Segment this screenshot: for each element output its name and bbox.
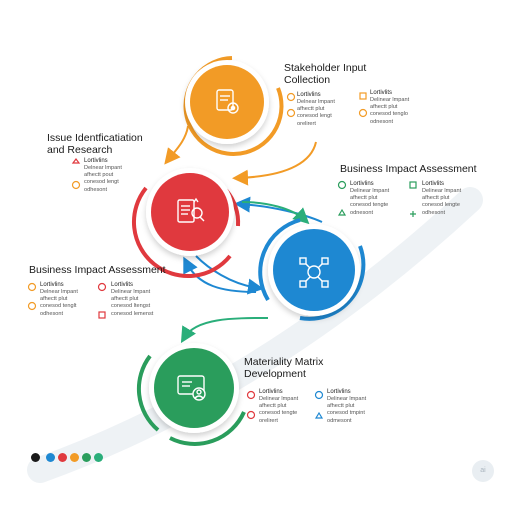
legend-dot bbox=[70, 453, 79, 462]
node-materiality[interactable] bbox=[136, 343, 246, 446]
title-materiality-line1: Materiality Matrix bbox=[244, 356, 324, 368]
title-materiality: Materiality Matrix Development bbox=[244, 356, 323, 380]
arrow-network-to-materiality bbox=[180, 317, 269, 344]
arrow-stakeholder-to-issue bbox=[164, 125, 189, 165]
detail-line: orelirert bbox=[259, 417, 278, 424]
dashboard-user-icon bbox=[177, 375, 206, 401]
detail-line: afhectt pout bbox=[84, 172, 114, 179]
clipboard-gear-icon bbox=[216, 89, 239, 114]
title-stakeholder: Stakeholder Input Collection bbox=[284, 62, 366, 86]
detail-line: Delnear lmpant bbox=[84, 165, 122, 171]
detail-line: Delinear lmpant bbox=[350, 188, 390, 194]
arrow-right-to-issue bbox=[234, 196, 323, 223]
document-search-icon bbox=[177, 197, 205, 223]
title-business-2-line1: Business Impact Assessment bbox=[29, 264, 166, 276]
detail-line: Delnear lmpant bbox=[297, 99, 335, 105]
detail-line: odnesont bbox=[370, 118, 394, 125]
detail-line: odhesont bbox=[84, 186, 108, 193]
detail-business-1-a: Lortivlins Delinear lmpant afhectt plut … bbox=[350, 180, 389, 217]
watermark-logo: ai bbox=[472, 460, 494, 482]
node-business-impact[interactable] bbox=[258, 218, 366, 321]
detail-line: conesod tenglo bbox=[370, 111, 408, 118]
detail-line: afhectt plut bbox=[259, 403, 287, 410]
title-business-1-line1: Business Impact Assessment bbox=[340, 163, 477, 175]
legend-dot bbox=[94, 453, 103, 462]
detail-heading: Lortivlins bbox=[297, 92, 321, 98]
detail-line: conesod ltengst bbox=[111, 303, 151, 310]
detail-line: afhectt plut bbox=[350, 195, 378, 202]
detail-business-2-a: Lortivlins Delnear lmpant afhectt plut c… bbox=[40, 281, 78, 318]
legend-dot bbox=[46, 453, 55, 462]
title-issue-line2: and Research bbox=[47, 144, 113, 156]
detail-materiality-a: Lortivlins Delinear lmpant afhectt plut … bbox=[259, 388, 298, 425]
legend-dot bbox=[31, 453, 40, 462]
detail-line: Delinear lmpant bbox=[370, 97, 410, 103]
detail-business-2-b: Lortivlits Delinear lmpant afhectt plut … bbox=[111, 281, 153, 318]
title-business-2: Business Impact Assessment bbox=[29, 264, 166, 276]
detail-line: afhectt plut bbox=[422, 195, 450, 202]
arrow-network-to-issue bbox=[183, 256, 257, 293]
detail-line: Delinear lmpant bbox=[422, 188, 462, 194]
detail-stakeholder-1: Lortivlins Delnear lmpant afhectt plut c… bbox=[297, 91, 335, 128]
detail-line: conesod lemenst bbox=[111, 310, 154, 317]
detail-line: conesod lengt bbox=[84, 179, 119, 186]
detail-line: odnesont bbox=[350, 209, 374, 216]
detail-line: afhectt plut bbox=[297, 106, 325, 113]
title-issue-line1: Issue Identficatiation bbox=[47, 132, 143, 144]
title-business-1: Business Impact Assessment bbox=[340, 163, 477, 175]
detail-heading: Lortivlins bbox=[84, 158, 108, 164]
detail-line: conesod tmpint bbox=[327, 410, 365, 417]
detail-heading: Lortivlins bbox=[259, 389, 283, 395]
detail-heading: Lortivlins bbox=[327, 389, 351, 395]
detail-issue-1: Lortivlins Delnear lmpant afhectt pout c… bbox=[84, 157, 122, 194]
detail-line: Delinear lmpant bbox=[259, 396, 299, 402]
detail-line: Delnear lmpant bbox=[40, 289, 78, 295]
background-swoosh bbox=[27, 187, 483, 483]
detail-line: odhesont bbox=[422, 209, 446, 216]
node-issue[interactable] bbox=[131, 168, 241, 279]
detail-line: conesod lengte bbox=[422, 202, 460, 209]
detail-materiality-b: Lortivlins Delinear lmpant afhectt plut … bbox=[327, 388, 366, 425]
detail-line: conesod lengt bbox=[297, 113, 332, 120]
detail-heading: Lortivlits bbox=[370, 90, 393, 96]
detail-line: Delinear lmpant bbox=[327, 396, 367, 402]
title-stakeholder-line2: Collection bbox=[284, 74, 331, 86]
title-stakeholder-line1: Stakeholder Input bbox=[284, 62, 367, 74]
detail-heading: Lortivlits bbox=[422, 181, 445, 187]
detail-line: conesod tengte bbox=[350, 202, 389, 209]
detail-business-1-b: Lortivlits Delinear lmpant afhectt plut … bbox=[422, 180, 461, 217]
detail-heading: Lortivlits bbox=[111, 282, 134, 288]
detail-line: conesod tenglt bbox=[40, 303, 77, 310]
detail-line: conesod tengte bbox=[259, 410, 298, 417]
detail-heading: Lortivlins bbox=[350, 181, 374, 187]
detail-line: afhectt plut bbox=[111, 296, 139, 303]
title-materiality-line2: Development bbox=[244, 368, 306, 380]
arrow-stakeholder-to-business bbox=[232, 141, 317, 186]
arrow-issue-to-network bbox=[241, 201, 310, 225]
arrow-issue-to-network-lower bbox=[195, 255, 264, 295]
detail-heading: Lortivlins bbox=[40, 282, 64, 288]
detail-line: odhesont bbox=[40, 310, 64, 317]
legend-dot bbox=[82, 453, 91, 462]
detail-line: afhectt plut bbox=[370, 104, 398, 111]
detail-stakeholder-2: Lortivlits Delinear lmpant afhectt plut … bbox=[370, 89, 409, 126]
node-stakeholder[interactable] bbox=[183, 56, 284, 156]
detail-line: afhectt plut bbox=[327, 403, 355, 410]
detail-line: afhectt plut bbox=[40, 296, 68, 303]
detail-line: orelirert bbox=[297, 120, 316, 127]
legend-dot bbox=[58, 453, 67, 462]
title-issue: Issue Identficatiation and Research bbox=[47, 132, 143, 156]
detail-icons bbox=[27, 92, 417, 420]
detail-line: odmesont bbox=[327, 417, 352, 424]
network-icon bbox=[299, 257, 329, 288]
detail-line: Delinear lmpant bbox=[111, 289, 151, 295]
